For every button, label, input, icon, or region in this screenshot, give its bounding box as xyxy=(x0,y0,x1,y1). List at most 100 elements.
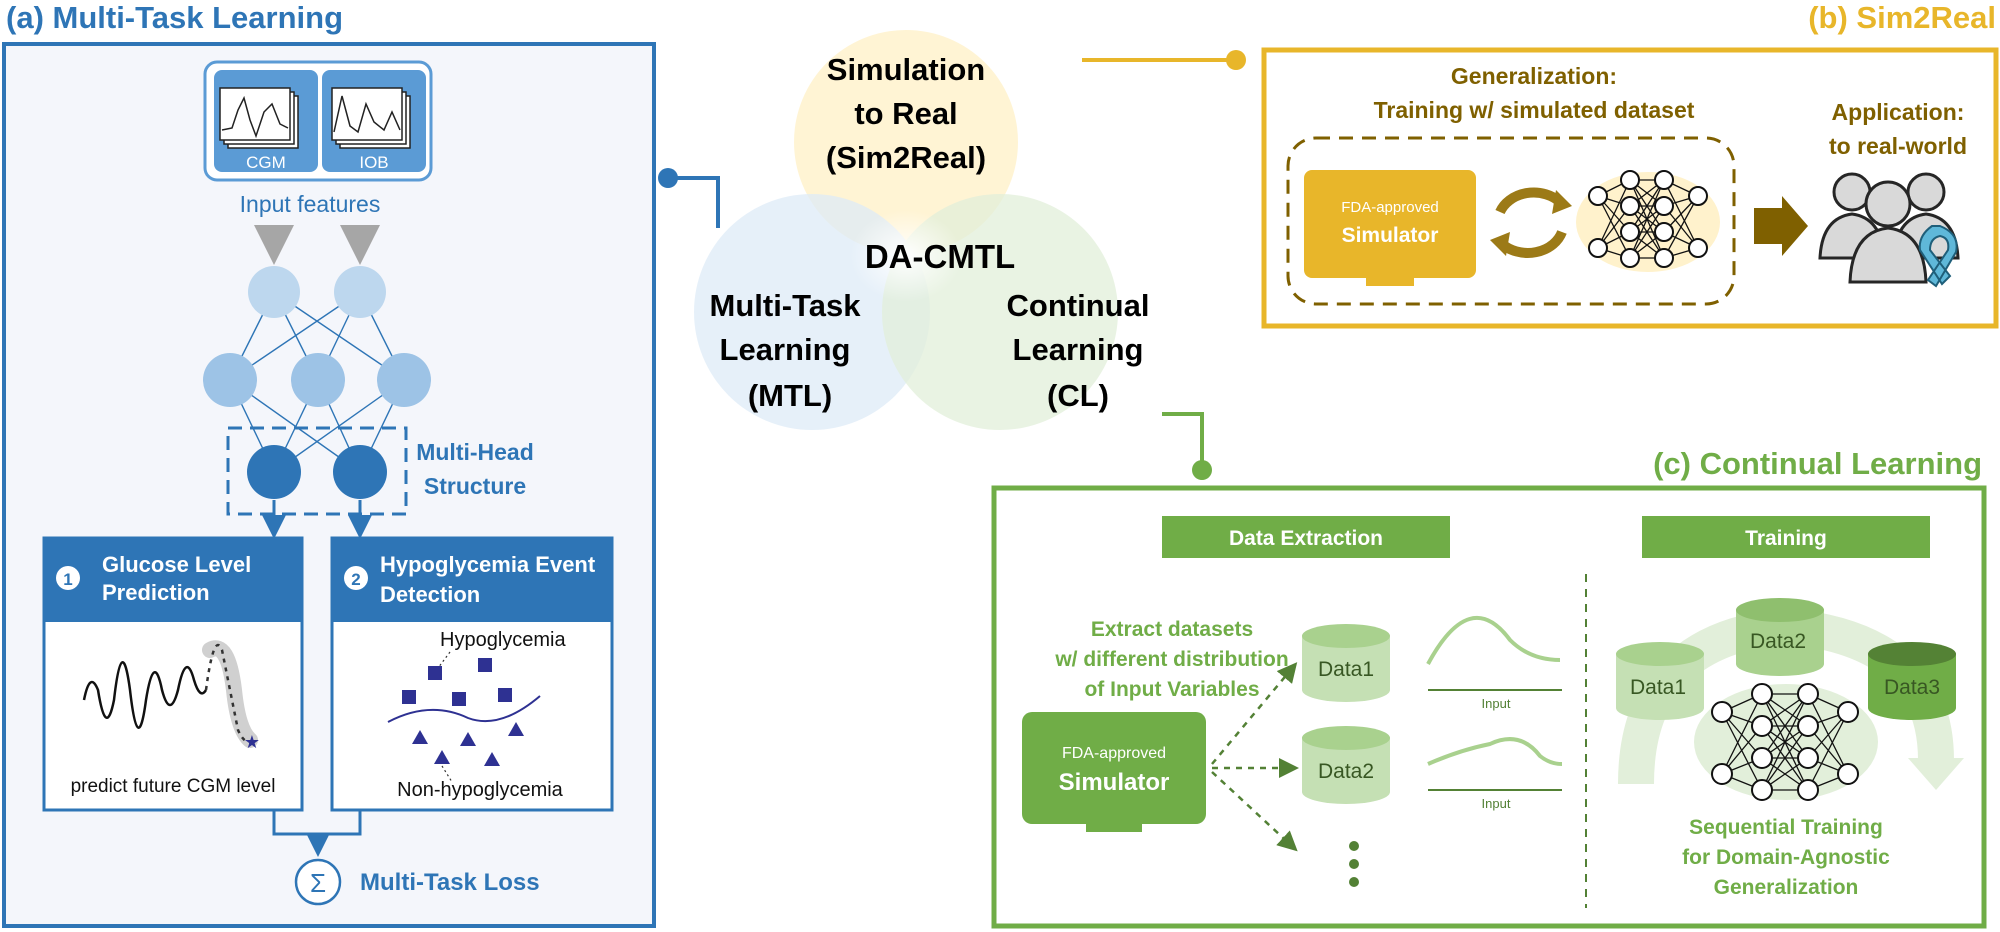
simulator-big-label-b: Simulator xyxy=(1342,224,1439,247)
nonhypoglycemia-label: Non-hypoglycemia xyxy=(397,779,564,801)
patients-icon xyxy=(1818,172,1960,284)
task2-title-1: Hypoglycemia Event xyxy=(380,552,596,577)
data2-cylinder-extract: Data2 xyxy=(1302,726,1390,804)
iob-stack-icon: IOB xyxy=(322,70,426,172)
sequential-arrowhead xyxy=(1908,758,1964,790)
extract-line-2: w/ different distribution xyxy=(1054,648,1288,671)
input-label-2: Input xyxy=(1482,796,1511,811)
panel-a-title: (a) Multi-Task Learning xyxy=(6,0,343,35)
multihead-dashed-box xyxy=(226,426,408,516)
simulator-monitor-c xyxy=(1022,712,1206,824)
application-line-2: to real-world xyxy=(1829,133,1967,159)
data1-label-extract: Data1 xyxy=(1318,658,1374,681)
monitor-stand-c xyxy=(1086,824,1142,832)
panel-c: (c) Continual Learning Data Extraction T… xyxy=(991,446,1987,929)
venn-mtl-2: Learning xyxy=(720,332,851,367)
hypo-squares xyxy=(402,658,512,706)
venn-cl-2: Learning xyxy=(1013,332,1144,367)
iob-label: IOB xyxy=(359,153,388,172)
venn-sim2real-1: Simulation xyxy=(827,52,985,87)
data-extraction-header xyxy=(1162,516,1450,558)
task1-number: 1 xyxy=(63,570,72,589)
task1-title-2: Prediction xyxy=(102,580,210,605)
head-node-1 xyxy=(247,445,301,499)
cgm-label: CGM xyxy=(246,153,286,172)
sigma-symbol: Σ xyxy=(310,868,326,898)
venn-mtl-1: Multi-Task xyxy=(710,288,862,323)
hypoglycemia-label: Hypoglycemia xyxy=(440,629,566,651)
task1-title-1: Glucose Level xyxy=(102,552,251,577)
task1-header xyxy=(44,538,302,622)
task2-header xyxy=(332,538,612,622)
task2-loss-line xyxy=(306,810,362,857)
cycle-arrowhead-2 xyxy=(1490,232,1510,256)
data3-label-train: Data3 xyxy=(1884,676,1940,699)
panel-a: (a) Multi-Task Learning CGM IOB Input fe… xyxy=(2,0,656,928)
application-line-1: Application: xyxy=(1832,99,1965,125)
forecast-star-icon: ★ xyxy=(244,732,260,752)
more-datasets-dots xyxy=(1349,841,1359,887)
data2-label-train: Data2 xyxy=(1750,630,1806,653)
decision-boundary xyxy=(387,695,541,723)
simulator-big-label-c: Simulator xyxy=(1059,769,1170,796)
data2-cylinder-train: Data2 xyxy=(1736,598,1824,676)
training-dashed-box xyxy=(1286,136,1736,306)
distribution-curve-1 xyxy=(1426,615,1561,665)
connector-cl-dot xyxy=(1192,460,1212,480)
task2-number-badge xyxy=(344,566,368,590)
sequential-line-2: for Domain-Agnostic xyxy=(1682,846,1890,869)
simulator-monitor-b xyxy=(1304,170,1476,278)
data1-cylinder-extract: Data1 xyxy=(1302,624,1390,702)
generalization-line-1: Generalization: xyxy=(1451,63,1617,89)
connector-mtl xyxy=(668,176,720,228)
cgm-signal-line xyxy=(82,661,208,729)
connector-cl xyxy=(1162,412,1204,470)
connector-mtl-dot xyxy=(658,168,678,188)
task1-loss-line xyxy=(272,810,318,836)
simulator-small-label-b: FDA-approved xyxy=(1341,199,1439,216)
venn-sim2real-2: to Real xyxy=(854,96,957,131)
monitor-stand-b xyxy=(1366,278,1414,286)
multihead-label-2: Structure xyxy=(424,473,526,499)
cgm-stack-icon: CGM xyxy=(214,70,318,172)
venn-cl-1: Continual xyxy=(1007,288,1150,323)
venn-mtl-3: (MTL) xyxy=(748,378,832,413)
multitask-loss-label: Multi-Task Loss xyxy=(360,869,540,896)
venn-diagram: Simulation to Real (Sim2Real) DA-CMTL Mu… xyxy=(658,30,1246,480)
hidden-node-1 xyxy=(203,353,257,407)
venn-circle-sim2real xyxy=(794,30,1018,254)
task1-caption: predict future CGM level xyxy=(71,776,276,797)
input-features-caption: Input features xyxy=(240,191,381,217)
task2-number: 2 xyxy=(351,570,360,589)
venn-sim2real-3: (Sim2Real) xyxy=(826,140,986,175)
training-label: Training xyxy=(1745,527,1827,550)
panel-b: (b) Sim2Real Generalization: Training w/… xyxy=(1261,0,1999,329)
input-label-1: Input xyxy=(1482,696,1511,711)
simulator-small-label-c: FDA-approved xyxy=(1062,745,1166,762)
data3-cylinder-train: Data3 xyxy=(1868,642,1956,720)
sum-node xyxy=(294,858,342,906)
data1-label-train: Data1 xyxy=(1630,676,1686,699)
nonhypo-triangles xyxy=(412,722,524,766)
hypo-pointer xyxy=(437,651,451,669)
nn-nodes-b xyxy=(1588,170,1708,268)
input-node-2 xyxy=(334,266,386,318)
venn-cl-3: (CL) xyxy=(1047,378,1109,413)
cycle-arrowhead-1 xyxy=(1552,190,1572,214)
cgm-forecast-line xyxy=(204,643,253,744)
nonhypo-pointer xyxy=(441,765,453,783)
data-extraction-label: Data Extraction xyxy=(1229,527,1383,550)
venn-center-glow xyxy=(850,210,962,302)
extract-line-3: of Input Variables xyxy=(1084,678,1259,701)
panel-c-title: (c) Continual Learning xyxy=(1653,446,1982,481)
head-node-2 xyxy=(333,445,387,499)
hidden-node-2 xyxy=(291,353,345,407)
nn-nodes-c xyxy=(1711,683,1859,801)
application-arrow xyxy=(1754,196,1808,256)
connector-sim2real-dot xyxy=(1226,50,1246,70)
awareness-ribbon-icon xyxy=(1918,225,1958,288)
task2-title-2: Detection xyxy=(380,582,480,607)
generalization-line-2: Training w/ simulated dataset xyxy=(1374,97,1695,123)
sequential-line-3: Generalization xyxy=(1714,876,1859,899)
